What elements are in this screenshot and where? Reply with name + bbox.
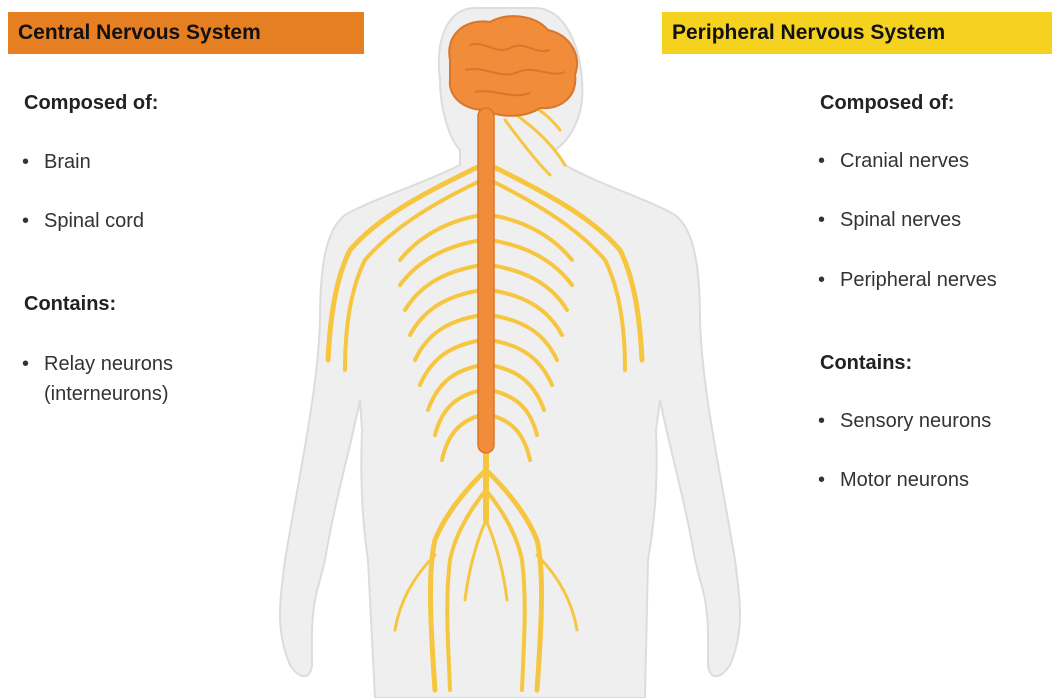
bullet-icon: • bbox=[22, 146, 44, 178]
cns-contains-heading: Contains: bbox=[24, 293, 116, 316]
pns-composed-heading: Composed of: bbox=[820, 92, 954, 115]
pns-composed-item: •Peripheral nerves bbox=[818, 264, 997, 296]
bullet-icon: • bbox=[818, 145, 840, 177]
cns-title: Central Nervous System bbox=[18, 21, 261, 44]
cns-composed-heading: Composed of: bbox=[24, 92, 158, 115]
cns-contains-item: •Relay neurons bbox=[22, 348, 173, 380]
nervous-system-figure bbox=[250, 0, 770, 698]
bullet-icon: • bbox=[818, 405, 840, 437]
bullet-icon: • bbox=[818, 264, 840, 296]
spinal-cord bbox=[478, 108, 494, 453]
pns-composed-item: •Cranial nerves bbox=[818, 145, 969, 177]
bullet-icon: • bbox=[22, 205, 44, 237]
pns-composed-item: •Spinal nerves bbox=[818, 204, 961, 236]
pns-contains-item: •Motor neurons bbox=[818, 464, 969, 496]
bullet-icon: • bbox=[22, 348, 44, 380]
cns-composed-item: •Spinal cord bbox=[22, 205, 144, 237]
cns-composed-item: •Brain bbox=[22, 146, 91, 178]
bullet-icon: • bbox=[818, 464, 840, 496]
cns-contains-item-continuation: (interneurons) bbox=[44, 378, 169, 410]
pns-contains-item: •Sensory neurons bbox=[818, 405, 991, 437]
bullet-icon: • bbox=[818, 204, 840, 236]
pns-contains-heading: Contains: bbox=[820, 352, 912, 375]
